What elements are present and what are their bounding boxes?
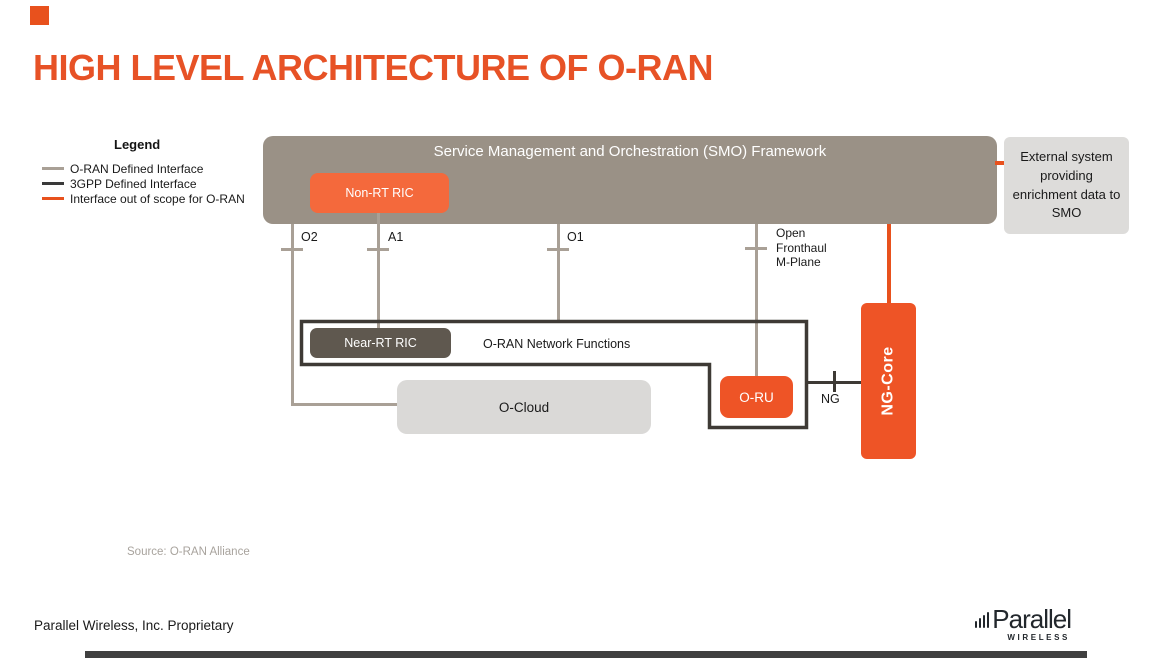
smo-framework-title: Service Management and Orchestration (SM… <box>433 143 827 160</box>
a1-label: A1 <box>388 230 404 244</box>
a1-interface-line <box>377 213 380 328</box>
o-cloud-box: O-Cloud <box>397 380 651 434</box>
a1-interface-tick <box>367 248 389 251</box>
bottom-accent-bar <box>85 651 1087 658</box>
open-fronthaul-tick <box>745 247 767 250</box>
smo-to-external-line <box>995 161 1006 165</box>
legend-item-label: O-RAN Defined Interface <box>70 161 204 176</box>
source-note: Source: O-RAN Alliance <box>127 546 250 558</box>
legend-item-label: 3GPP Defined Interface <box>70 176 197 191</box>
open-fronthaul-label: Open Fronthaul M-Plane <box>776 226 827 269</box>
near-rt-ric-box: Near-RT RIC <box>310 328 451 358</box>
footer-proprietary-text: Parallel Wireless, Inc. Proprietary <box>34 618 234 633</box>
legend-item-out-of-scope-interface: Interface out of scope for O-RAN <box>42 191 245 206</box>
o-ru-box: O-RU <box>720 376 793 418</box>
open-fronthaul-line <box>755 224 758 377</box>
oran-network-functions-label: O-RAN Network Functions <box>483 337 631 351</box>
ng-label: NG <box>821 392 840 406</box>
logo-wordmark: Parallel <box>992 604 1072 634</box>
o1-label: O1 <box>567 230 584 244</box>
ng-core-box: NG-Core <box>861 303 916 459</box>
legend-item-3gpp-interface: 3GPP Defined Interface <box>42 176 197 191</box>
page-title: HIGH LEVEL ARCHITECTURE OF O-RAN <box>33 47 714 88</box>
ng-core-label: NG-Core <box>879 346 897 416</box>
legend-item-label: Interface out of scope for O-RAN <box>70 191 245 206</box>
parallel-wireless-logo: Parallel WIRELESS <box>973 604 1072 642</box>
o2-label: O2 <box>301 230 318 244</box>
legend-item-oran-interface: O-RAN Defined Interface <box>42 161 203 176</box>
logo-main: Parallel <box>973 604 1072 634</box>
o2-interface-line <box>291 224 294 406</box>
out-of-scope-line-swatch <box>42 197 64 200</box>
3gpp-interface-line-swatch <box>42 182 64 185</box>
oran-interface-line-swatch <box>42 167 64 170</box>
external-system-box: External system providing enrichment dat… <box>1004 137 1129 234</box>
legend-title: Legend <box>114 137 161 152</box>
non-rt-ric-box: Non-RT RIC <box>310 173 449 213</box>
o1-interface-line <box>557 224 560 321</box>
smo-to-ngcore-line <box>887 224 891 304</box>
o2-interface-tick <box>281 248 303 251</box>
o2-interface-line-horizontal <box>291 403 398 406</box>
slide-accent-square <box>30 6 49 25</box>
signal-bars-icon <box>973 612 990 628</box>
logo-subtext: WIRELESS <box>1007 633 1070 642</box>
o1-interface-tick <box>547 248 569 251</box>
